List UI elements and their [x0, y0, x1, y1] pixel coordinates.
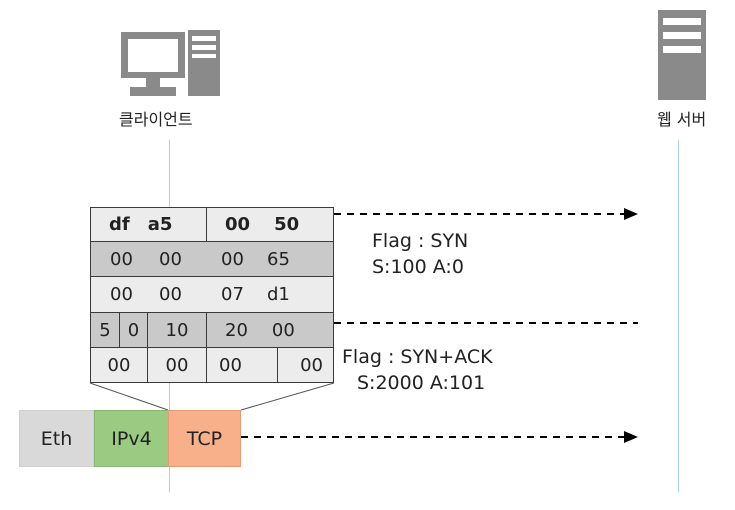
tcp-cell-value: 00 — [300, 354, 323, 376]
server-lifeline — [678, 140, 679, 492]
tcp-cell-value: 07 — [221, 284, 244, 305]
tcp-cell: 00 00 07 d1 — [90, 276, 334, 313]
tcp-cell-value: d1 — [267, 284, 290, 305]
tcp-cell: 00 — [277, 347, 334, 383]
tcp-cell-value: 00 — [219, 354, 242, 376]
tcp-cell-value: 0 — [127, 319, 140, 341]
layer-ipv4: IPv4 — [94, 410, 169, 467]
tcp-cell-value: 50 — [274, 214, 300, 235]
tcp-cell-value: 00 — [110, 248, 133, 270]
syn-seq-text: S:100 A:0 — [372, 256, 464, 278]
tcp-cell-value: 00 — [110, 284, 133, 305]
tcp-cell-value: a5 — [147, 214, 173, 235]
tcp-cell: 10 — [147, 312, 207, 348]
server-label: 웹 서버 — [657, 110, 707, 129]
zoom-line-right — [240, 382, 335, 411]
client-computer-icon — [121, 30, 220, 96]
tcp-cell-value: 10 — [165, 319, 189, 341]
layer-tcp: TCP — [168, 410, 241, 467]
syn-arrowhead — [624, 208, 638, 220]
tcp-cell-value: df — [109, 214, 130, 235]
tcp-cell: 00 — [206, 347, 278, 383]
synack-flag-text: Flag : SYN+ACK — [342, 346, 493, 368]
tcp-cell: 00 — [90, 347, 148, 383]
tcp-cell: df a5 — [90, 207, 207, 242]
layer-arrowhead — [624, 431, 638, 443]
tcp-cell-value: 00 — [159, 284, 182, 305]
tcp-cell-value: 5 — [99, 319, 111, 341]
tcp-cell-value: 00 — [107, 354, 131, 376]
tcp-cell-value: 00 — [225, 214, 251, 235]
layer-eth: Eth — [19, 410, 94, 467]
tcp-cell-value: 00 — [221, 248, 244, 270]
tcp-cell-value: 20 — [225, 319, 248, 341]
tcp-cell-value: 00 — [165, 354, 189, 376]
client-label: 클라이언트 — [119, 110, 193, 129]
tcp-cell: 00 — [147, 347, 207, 383]
tcp-cell-value: 00 — [271, 319, 295, 341]
synack-seq-text: S:2000 A:101 — [357, 372, 486, 394]
tcp-cell-value: 00 — [159, 248, 182, 270]
syn-flag-text: Flag : SYN — [372, 230, 469, 252]
web-server-icon — [658, 10, 706, 100]
tcp-cell-value: 65 — [267, 248, 290, 270]
zoom-line-left — [89, 382, 169, 411]
tcp-cell: 20 00 — [206, 312, 334, 348]
